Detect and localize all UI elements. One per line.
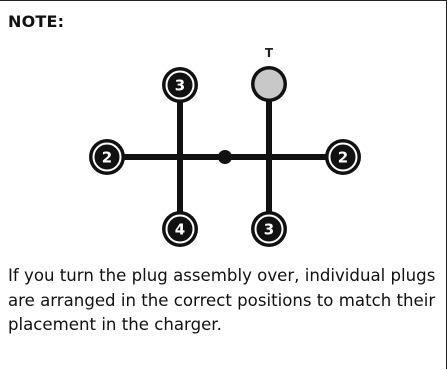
plug-bottom-right-label: 3	[264, 221, 274, 239]
plug-left: 2	[89, 139, 125, 175]
plug-right-label: 2	[338, 149, 348, 167]
plug-bottom-left: 4	[162, 211, 198, 247]
plug-right: 2	[325, 139, 361, 175]
plug-bottom-right: 3	[251, 211, 287, 247]
plug-left-label: 2	[102, 149, 112, 167]
plug-bottom-left-label: 4	[175, 221, 185, 239]
plug-top-left-label: 3	[175, 77, 185, 95]
note-caption: If you turn the plug assembly over, indi…	[8, 266, 436, 334]
center-junction	[218, 150, 232, 164]
t-label: T	[265, 46, 274, 60]
plug-top-right	[251, 66, 287, 102]
plug-top-left: 3	[162, 67, 198, 103]
plug-assembly-diagram: T 3 2 2 4	[89, 46, 361, 247]
note-heading: NOTE:	[8, 12, 65, 31]
